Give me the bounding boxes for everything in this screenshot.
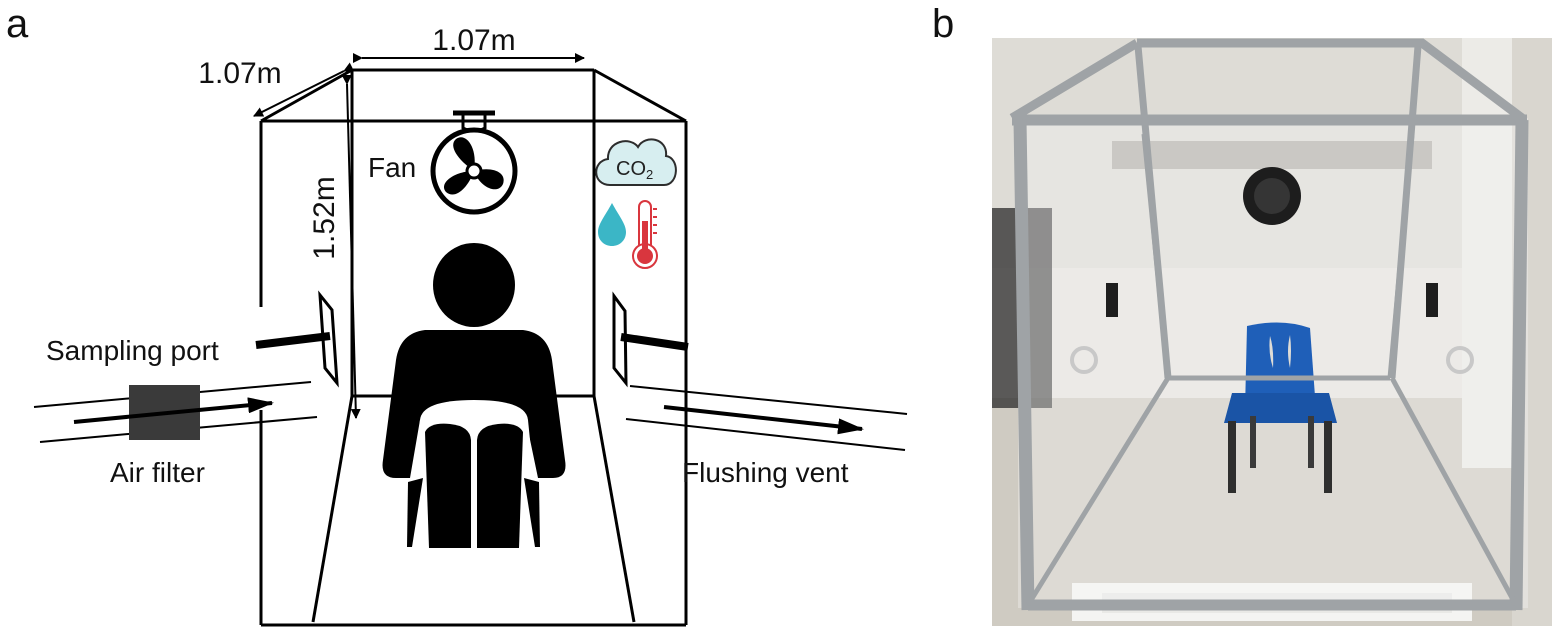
sampling-port-label: Sampling port	[46, 335, 219, 366]
outlet-flow-arrow	[663, 405, 864, 435]
air-filter-label: Air filter	[110, 457, 205, 488]
right-sampling-port	[612, 291, 689, 388]
depth-arrow	[253, 62, 355, 117]
aluminum-frame	[1009, 38, 1529, 611]
chamber-photo	[992, 38, 1552, 626]
height-arrow	[341, 74, 361, 419]
panel-a-label: a	[6, 2, 29, 46]
dimension-arrows	[253, 53, 585, 419]
water-drop-icon	[598, 203, 626, 246]
chamber-schematic: 1.07m 1.07m 1.52m Fan CO2	[33, 24, 908, 627]
height-label: 1.52m	[308, 176, 341, 259]
thermometer-icon	[632, 200, 658, 269]
depth-label: 1.07m	[198, 57, 281, 90]
left-sampling-port	[255, 290, 339, 388]
panel-b-label: b	[932, 2, 955, 46]
outlet-duct	[625, 385, 908, 451]
chair	[1224, 322, 1337, 493]
chamber-box	[259, 68, 688, 627]
seated-person-icon	[382, 243, 566, 548]
flushing-vent-label: Flushing vent	[682, 457, 849, 488]
fan-icon	[430, 110, 518, 215]
inlet-flow-arrow	[73, 397, 274, 424]
width-label: 1.07m	[432, 24, 515, 57]
co2-label: CO2	[616, 158, 653, 182]
co2-cloud-icon: CO2	[595, 138, 677, 186]
fan-label: Fan	[368, 152, 416, 183]
